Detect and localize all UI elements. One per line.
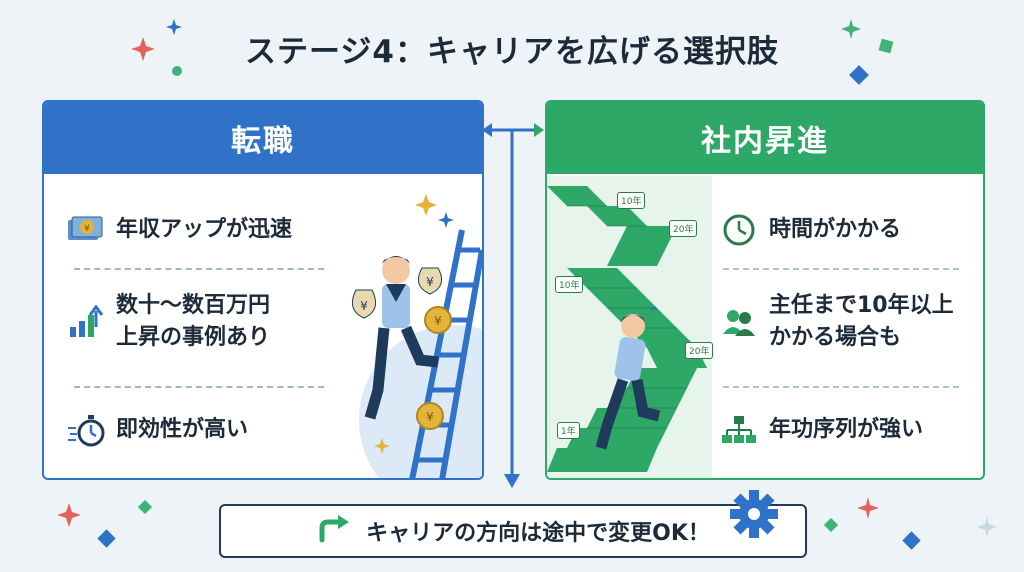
divider: [74, 386, 324, 388]
left-item-3-text: 即効性が高い: [116, 417, 249, 442]
right-item-3-text: 年功序列が強い: [769, 417, 924, 442]
year-tag: 10年: [555, 276, 584, 293]
diamond-icon: [137, 499, 153, 515]
money-icon: ¥: [64, 208, 108, 252]
bottom-message-text: キャリアの方向は途中で変更OK！: [366, 521, 710, 546]
divider: [74, 268, 324, 270]
redirect-arrow-icon: [316, 514, 352, 548]
year-tag: 20年: [669, 220, 698, 237]
promotion-heading: 社内昇進: [547, 102, 983, 174]
left-item-raise: 数十〜数百万円 上昇の事例あり: [64, 290, 270, 354]
left-item-immediate: 即効性が高い: [64, 408, 248, 452]
sparkle-icon: [841, 19, 861, 39]
sparkle-icon: [857, 497, 879, 519]
promotion-panel: 社内昇進: [545, 100, 985, 480]
bottom-message-bar: キャリアの方向は途中で変更OK！: [219, 504, 807, 558]
diamond-icon: [902, 531, 921, 550]
left-item-2-line1: 数十〜数百万円: [116, 293, 271, 318]
svg-text:¥: ¥: [434, 314, 442, 328]
left-item-2-line2: 上昇の事例あり: [116, 325, 271, 350]
growth-chart-icon: [64, 300, 108, 344]
sparkle-icon: [166, 19, 182, 35]
dot-icon: [172, 66, 182, 76]
right-item-2-line1: 主任まで10年以上: [769, 293, 954, 318]
sparkle-icon: [977, 517, 997, 537]
diamond-icon: [97, 529, 116, 548]
ladder-climber-illustration: ¥ ¥ ¥ ¥: [351, 194, 482, 478]
right-item-2-line2: かかる場合も: [769, 325, 902, 350]
divider: [723, 386, 959, 388]
right-item-seniority: 年功序列が強い: [717, 408, 923, 452]
right-item-time: 時間がかかる: [717, 208, 901, 252]
right-item-1-text: 時間がかかる: [769, 217, 902, 242]
clock-icon: [717, 208, 761, 252]
svg-text:¥: ¥: [360, 299, 368, 313]
left-item-1-text: 年収アップが迅速: [116, 217, 293, 242]
gear-icon: [730, 490, 778, 538]
left-item-salary: ¥ 年収アップが迅速: [64, 208, 292, 252]
job-change-heading: 転職: [44, 102, 482, 174]
svg-text:¥: ¥: [426, 410, 434, 424]
people-icon: [717, 300, 761, 344]
sparkle-icon: [57, 503, 81, 527]
svg-text:¥: ¥: [426, 275, 434, 289]
stopwatch-icon: [64, 408, 108, 452]
connector-arrows: [482, 123, 544, 488]
job-change-panel: 転職 ¥ 年収アップが迅速 数十〜数百万円 上昇の事例あり 即効性が高い: [42, 100, 484, 480]
right-item-ten-years: 主任まで10年以上 かかる場合も: [717, 290, 954, 354]
year-tag: 20年: [685, 342, 714, 359]
hierarchy-icon: [717, 408, 761, 452]
diamond-icon: [823, 517, 839, 533]
year-tag: 10年: [617, 192, 646, 209]
year-tag: 1年: [557, 422, 580, 439]
sparkle-icon: [131, 37, 155, 61]
svg-text:¥: ¥: [84, 224, 90, 234]
divider: [723, 268, 959, 270]
page-title: ステージ4：キャリアを広げる選択肢: [245, 34, 779, 70]
